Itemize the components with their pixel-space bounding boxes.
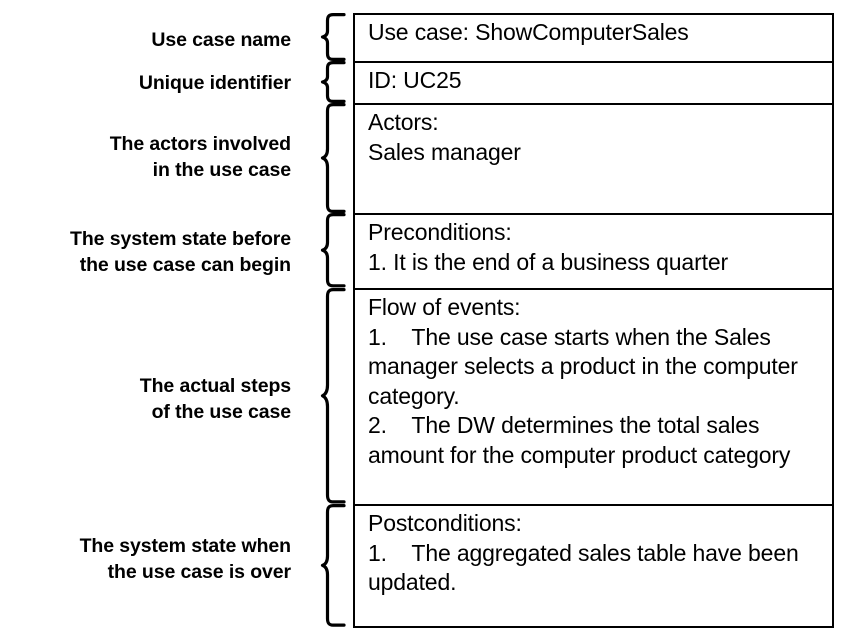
use-case-table: Use case: ShowComputerSales ID: UC25 Act… — [353, 13, 834, 628]
annotation-label-preconditions: The system state before the use case can… — [70, 228, 291, 276]
use-case-id-value: ID: UC25 — [368, 67, 462, 93]
annotation-label-flow-of-events: The actual steps of the use case — [139, 375, 291, 423]
brace-unique-identifier — [300, 61, 346, 103]
preconditions-heading: Preconditions: — [368, 219, 512, 245]
brace-postconditions — [300, 504, 346, 628]
table-row-flow-of-events: Flow of events: 1. The use case starts w… — [355, 290, 832, 506]
brace-flow-of-events — [300, 288, 346, 504]
actors-heading: Actors: — [368, 109, 439, 135]
brace-preconditions — [300, 213, 346, 288]
annotation-label-use-case-name: Use case name — [151, 29, 291, 51]
annotation-label-postconditions: The system state when the use case is ov… — [79, 535, 292, 583]
flow-of-events-step: 2. The DW determines the total sales amo… — [368, 412, 791, 468]
brace-actors — [300, 103, 346, 213]
postconditions-item: 1. The aggregated sales table have been … — [368, 539, 805, 596]
postconditions-heading: Postconditions: — [368, 510, 522, 536]
table-row-actors: Actors: Sales manager — [355, 105, 832, 215]
annotation-label-unique-identifier: Unique identifier — [138, 72, 291, 94]
annotation-label-actors: The actors involved in the use case — [109, 133, 291, 181]
flow-of-events-heading: Flow of events: — [368, 294, 521, 320]
brace-use-case-name — [300, 13, 346, 61]
flow-of-events-step: 1. The use case starts when the Sales ma… — [368, 323, 805, 409]
table-row-id: ID: UC25 — [355, 63, 832, 105]
table-row-preconditions: Preconditions: 1. It is the end of a bus… — [355, 215, 832, 290]
use-case-name-value: Use case: ShowComputerSales — [368, 19, 689, 45]
table-row-use-case-name: Use case: ShowComputerSales — [355, 15, 832, 63]
table-row-postconditions: Postconditions: 1. The aggregated sales … — [355, 506, 832, 628]
preconditions-item: 1. It is the end of a business quarter — [368, 248, 728, 275]
actors-item: Sales manager — [368, 138, 521, 165]
